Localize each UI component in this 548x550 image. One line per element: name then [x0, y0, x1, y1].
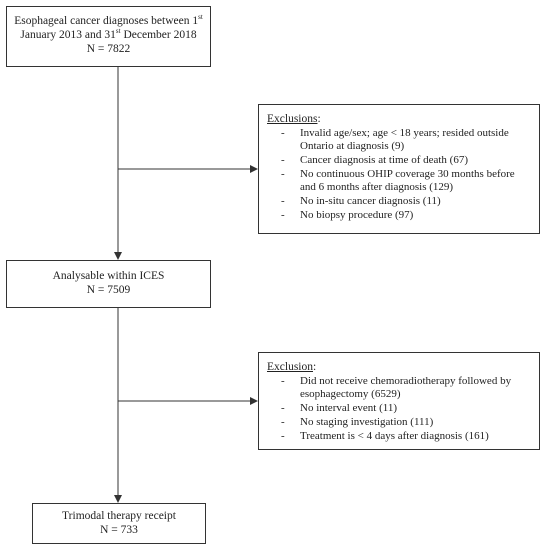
exclusion-item: - No continuous OHIP coverage 30 months b…	[267, 168, 531, 194]
exclusion-item: - No in-situ cancer diagnosis (11)	[267, 195, 531, 208]
exclusion-item-text: No in-situ cancer diagnosis (11)	[300, 195, 441, 207]
exclusions-list-1: - Invalid age/sex; age < 18 years; reside…	[267, 127, 531, 222]
dash-bullet: -	[281, 402, 285, 414]
exclusion-item: - No staging investigation (111)	[267, 416, 531, 429]
exclusion-item: - No interval event (11)	[267, 402, 531, 415]
exclusion-item: - No biopsy procedure (97)	[267, 209, 531, 222]
exclusion-item-text: Treatment is < 4 days after diagnosis (1…	[300, 430, 489, 442]
dash-bullet: -	[281, 375, 285, 387]
cohort-box-diagnoses-line2: January 2013 and 31st December 2018	[20, 27, 197, 41]
exclusion-item-text: No biopsy procedure (97)	[300, 209, 414, 221]
exclusion-item-text: Did not receive chemoradiotherapy follow…	[300, 375, 512, 400]
exclusions-box-2: Exclusion: - Did not receive chemoradioth…	[258, 352, 540, 450]
exclusions-box-2-heading: Exclusion:	[267, 361, 317, 373]
cohort-box-diagnoses-count: N = 7822	[86, 43, 131, 55]
exclusion-item: - Treatment is < 4 days after diagnosis (…	[267, 430, 531, 443]
cohort-box-trimodal: Trimodal therapy receipt N = 733	[32, 503, 206, 544]
exclusion-item-text: No interval event (11)	[300, 402, 398, 414]
exclusions-list-2: - Did not receive chemoradiotherapy follo…	[267, 375, 531, 443]
dash-bullet: -	[281, 154, 285, 166]
dash-bullet: -	[281, 168, 285, 180]
exclusion-item-text: Cancer diagnosis at time of death (67)	[300, 154, 469, 166]
dash-bullet: -	[281, 127, 285, 139]
exclusions-box-1-heading: Exclusions:	[267, 113, 321, 125]
cohort-box-diagnoses: Esophageal cancer diagnoses between 1st …	[6, 6, 211, 67]
exclusion-item: - Did not receive chemoradiotherapy follo…	[267, 375, 531, 401]
cohort-box-trimodal-count: N = 733	[100, 524, 138, 536]
exclusion-item-text: No continuous OHIP coverage 30 months be…	[300, 168, 515, 193]
dash-bullet: -	[281, 430, 285, 442]
exclusion-item-text: Invalid age/sex; age < 18 years; resided…	[300, 127, 509, 152]
dash-bullet: -	[281, 209, 285, 221]
cohort-box-analysable-count: N = 7509	[86, 284, 131, 296]
exclusions-box-1: Exclusions: - Invalid age/sex; age < 18 y…	[258, 104, 540, 234]
cohort-box-analysable-label: Analysable within ICES	[52, 270, 165, 282]
cohort-box-diagnoses-line1: Esophageal cancer diagnoses between 1st	[14, 13, 203, 27]
dash-bullet: -	[281, 416, 285, 428]
dash-bullet: -	[281, 195, 285, 207]
cohort-box-analysable: Analysable within ICES N = 7509	[6, 260, 211, 308]
cohort-box-trimodal-label: Trimodal therapy receipt	[62, 510, 176, 522]
exclusion-item: - Cancer diagnosis at time of death (67)	[267, 154, 531, 167]
exclusion-item-text: No staging investigation (111)	[300, 416, 434, 428]
exclusion-item: - Invalid age/sex; age < 18 years; reside…	[267, 127, 531, 153]
